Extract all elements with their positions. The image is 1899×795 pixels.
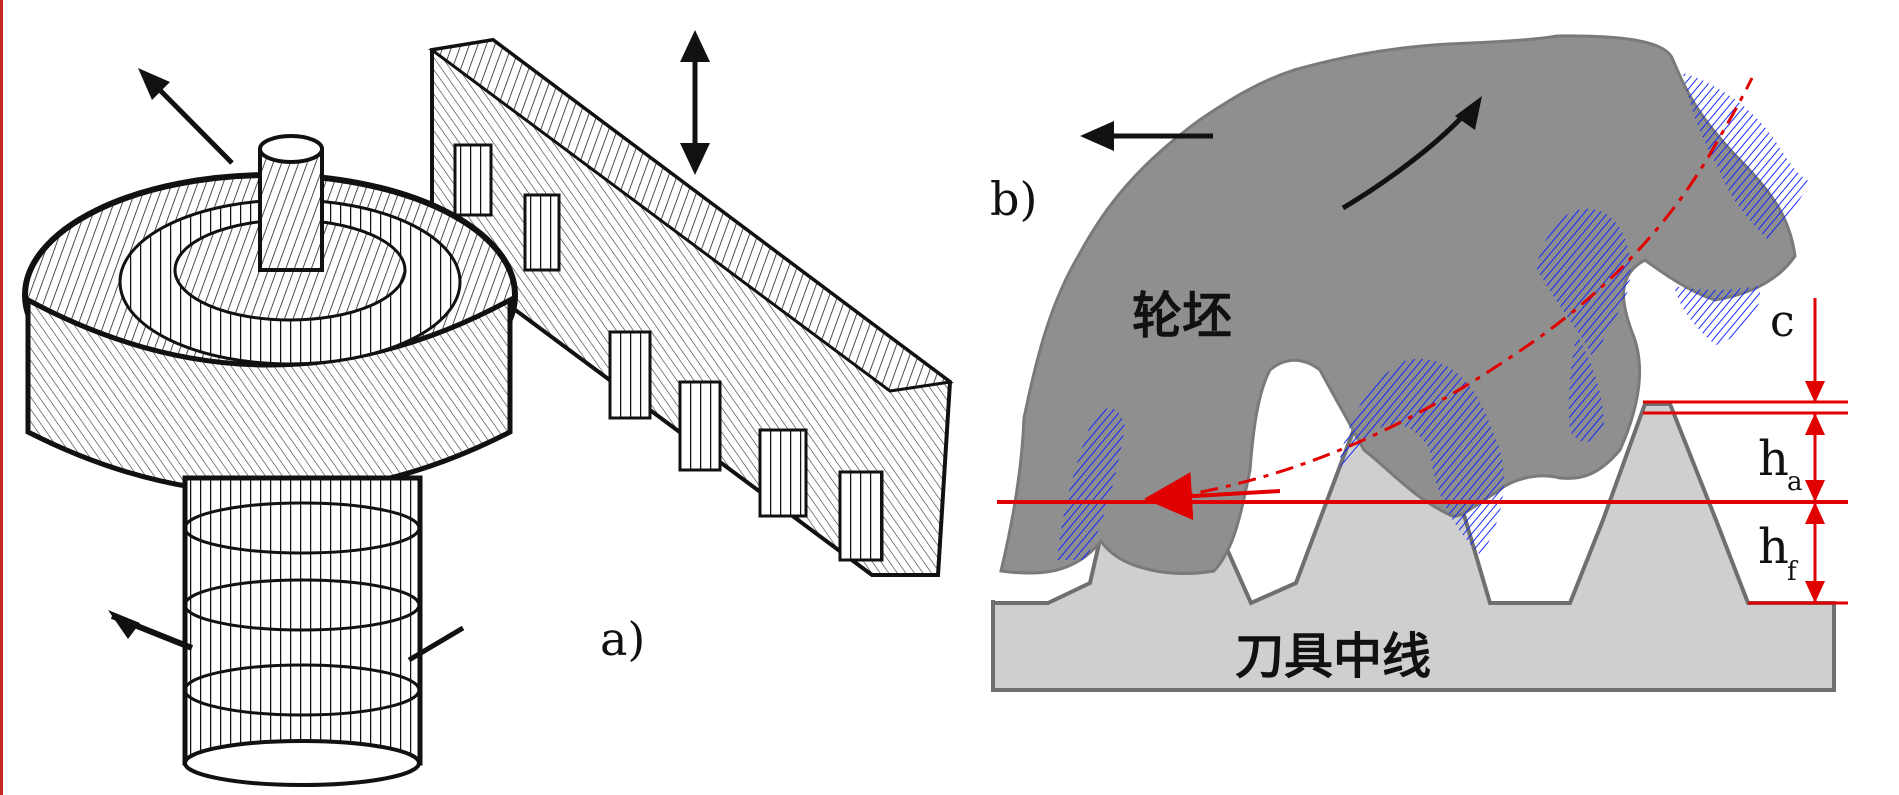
dimension-hf-label-sub: f <box>1787 557 1799 587</box>
panel-a-label: a) <box>600 612 645 666</box>
gear-side <box>25 295 513 496</box>
rack-tooth <box>523 193 561 272</box>
blue-envelope-lower-right <box>1568 334 1604 443</box>
gear-motion-arrow <box>146 76 234 165</box>
blank-label: 轮坯 <box>1132 287 1232 345</box>
blue-envelope-upper-right <box>1683 73 1810 240</box>
lower-shaft-bottom <box>183 739 421 787</box>
blank-rotation-arrow <box>1341 106 1472 211</box>
dimension-c-arrowhead <box>1805 381 1825 403</box>
lower-shaft-band-1 <box>183 501 421 555</box>
right-rotation-arrow <box>407 625 465 663</box>
blue-envelope-middle <box>1338 358 1504 556</box>
rack-tooth <box>758 428 808 518</box>
blue-envelope-left <box>1057 408 1125 560</box>
rack-tooth <box>608 330 652 420</box>
blank-rotation-arrowhead <box>1455 96 1482 130</box>
dimension-ha-arrowhead-bottom <box>1805 480 1825 502</box>
pitch-circle <box>1161 77 1754 501</box>
dimension-hf-label-main: h <box>1758 519 1789 575</box>
left-border <box>0 0 3 795</box>
dimension-ha-label-sub: a <box>1787 467 1803 497</box>
lower-shaft <box>182 475 423 766</box>
gear-blank <box>999 34 1797 575</box>
rack-vertical-arrowhead-bottom <box>680 143 710 175</box>
dimension-ha-arrowhead-top <box>1805 413 1825 435</box>
top-shaft <box>258 148 324 272</box>
rack-top-face <box>428 38 954 393</box>
blue-envelope-tip <box>1674 286 1761 345</box>
lower-shaft-band-3 <box>183 663 421 717</box>
rack-tooth <box>678 380 722 472</box>
pitch-arrow <box>1144 472 1281 521</box>
rack-tooth <box>453 143 493 217</box>
top-shaft-cap <box>258 134 324 164</box>
panel-a: a) <box>22 30 954 787</box>
rack-tooth <box>838 470 884 562</box>
left-rotation-arrowhead <box>108 610 140 639</box>
rack-teeth <box>453 143 884 562</box>
panel-b-label: b) <box>990 172 1037 226</box>
dimension-ha-label-main: h <box>1758 431 1789 487</box>
dimension-hf-arrowhead-top <box>1805 502 1825 524</box>
lower-shaft-band-2 <box>183 578 421 632</box>
dimension-hf-arrowhead-bottom <box>1805 581 1825 603</box>
dimension-c-label: c <box>1770 296 1795 347</box>
blue-envelope-right <box>1536 208 1631 360</box>
cutter-motion-arrowhead <box>1080 121 1114 151</box>
gear-motion-arrowhead <box>138 68 170 100</box>
rack-vertical-arrowhead-top <box>680 30 710 62</box>
cutter-center-label: 刀具中线 <box>1235 628 1431 685</box>
panel-b: b) 轮坯 刀具中线 c h a h f <box>990 34 1848 692</box>
